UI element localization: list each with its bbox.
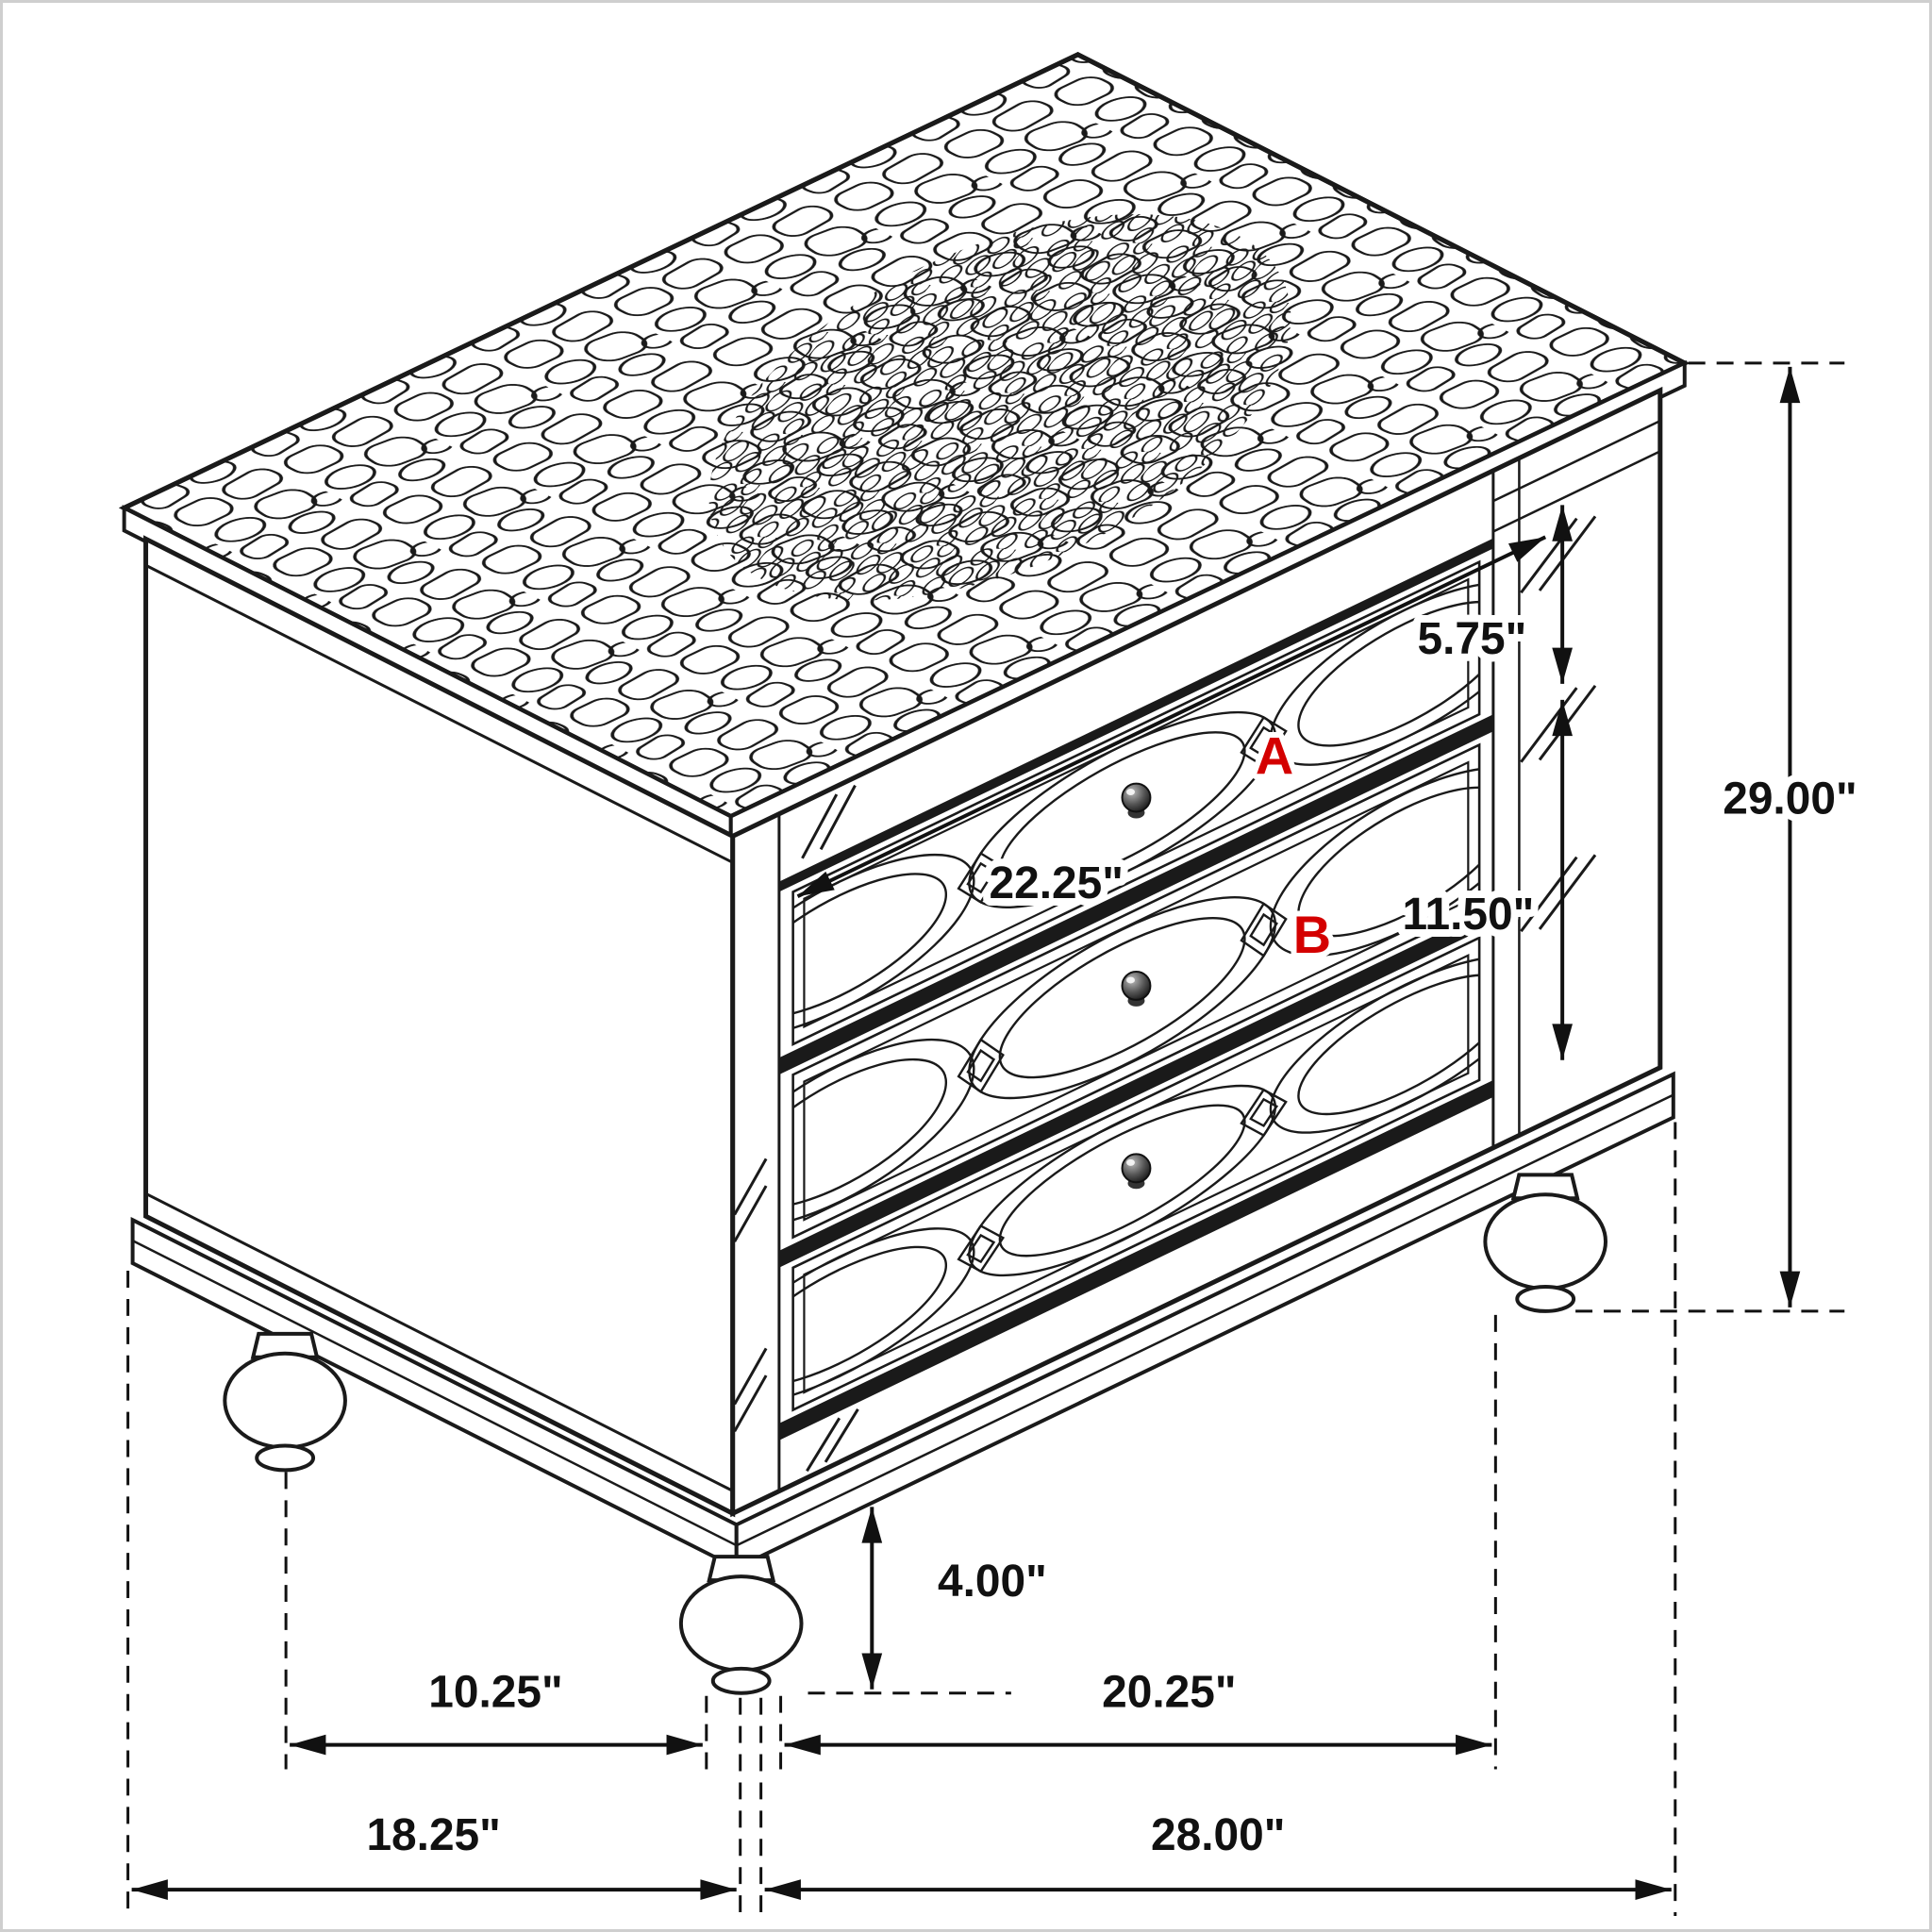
lower-drawers-height-label: 11.50" (1403, 890, 1535, 940)
drawer-b-marker: B (1293, 905, 1331, 964)
drawer-3 (705, 908, 1540, 1452)
overall-width-label: 28.00" (1151, 1810, 1285, 1860)
dim-front-foot-spacing: 20.25" (779, 1314, 1497, 1770)
dim-foot-height: 4.00" (808, 1507, 1055, 1695)
bun-foot-back-left (223, 1331, 347, 1473)
drawer-knob-3 (1121, 1153, 1152, 1190)
dim-overall-depth: 18.25" (126, 1271, 742, 1917)
front-foot-spacing-label: 20.25" (1102, 1668, 1236, 1718)
overall-depth-label: 18.25" (366, 1810, 500, 1860)
croc-texture-swirl (708, 214, 1291, 601)
drawer-knob-2 (1121, 970, 1152, 1007)
bun-foot-right (1483, 1173, 1608, 1313)
dim-side-foot-spacing: 10.25" (284, 1472, 708, 1770)
dim-drawer-width: 22.25" (796, 535, 1547, 916)
foot-height-label: 4.00" (938, 1557, 1047, 1607)
drawer-gap-2 (778, 907, 1493, 1268)
bun-foot-front (678, 1555, 804, 1695)
drawer-a-marker: A (1256, 726, 1293, 786)
drawer-width-label: 22.25" (990, 858, 1124, 908)
side-foot-spacing-label: 10.25" (428, 1668, 562, 1718)
left-side-panel (143, 535, 736, 1518)
nightstand-line-drawing: 29.00" 5.75" 11.50" 22.25" A B 4.00" 10.… (3, 3, 1929, 1929)
dim-overall-width: 28.00" (759, 1122, 1677, 1917)
drawer-gap-bottom (778, 1079, 1493, 1441)
dim-overall-height: 29.00" (1575, 361, 1865, 1313)
top-drawer-height-label: 5.75" (1418, 614, 1527, 664)
base-molding (130, 1071, 1675, 1572)
overall-height-label: 29.00" (1723, 774, 1857, 824)
